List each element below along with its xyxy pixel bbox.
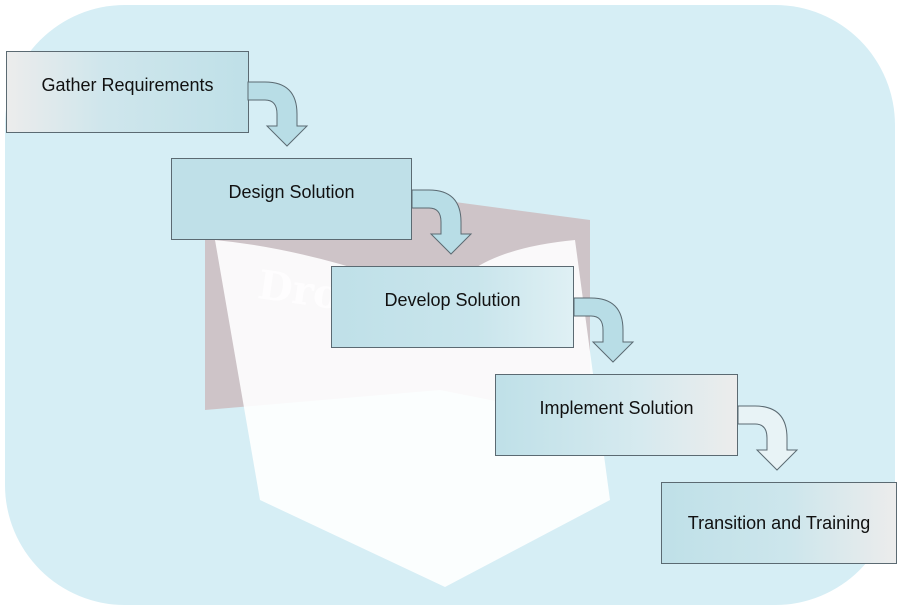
step-gather-requirements: Gather Requirements [6, 51, 249, 133]
step-transition-and-training: Transition and Training [661, 482, 897, 564]
curved-arrow-icon [737, 405, 799, 471]
curved-arrow-icon [247, 81, 309, 147]
step-develop-solution: Develop Solution [331, 266, 574, 348]
curved-arrow-icon [573, 297, 635, 363]
step-label: Gather Requirements [41, 74, 214, 95]
step-label: Implement Solution [539, 397, 694, 418]
curved-arrow-icon [411, 189, 473, 255]
step-label: Develop Solution [384, 289, 521, 310]
step-implement-solution: Implement Solution [495, 374, 738, 456]
step-design-solution: Design Solution [171, 158, 412, 240]
step-label: Design Solution [228, 181, 355, 202]
step-label: Transition and Training [687, 512, 871, 533]
diagram-canvas: DropBooks Gather Requirements Design Sol… [5, 5, 897, 605]
